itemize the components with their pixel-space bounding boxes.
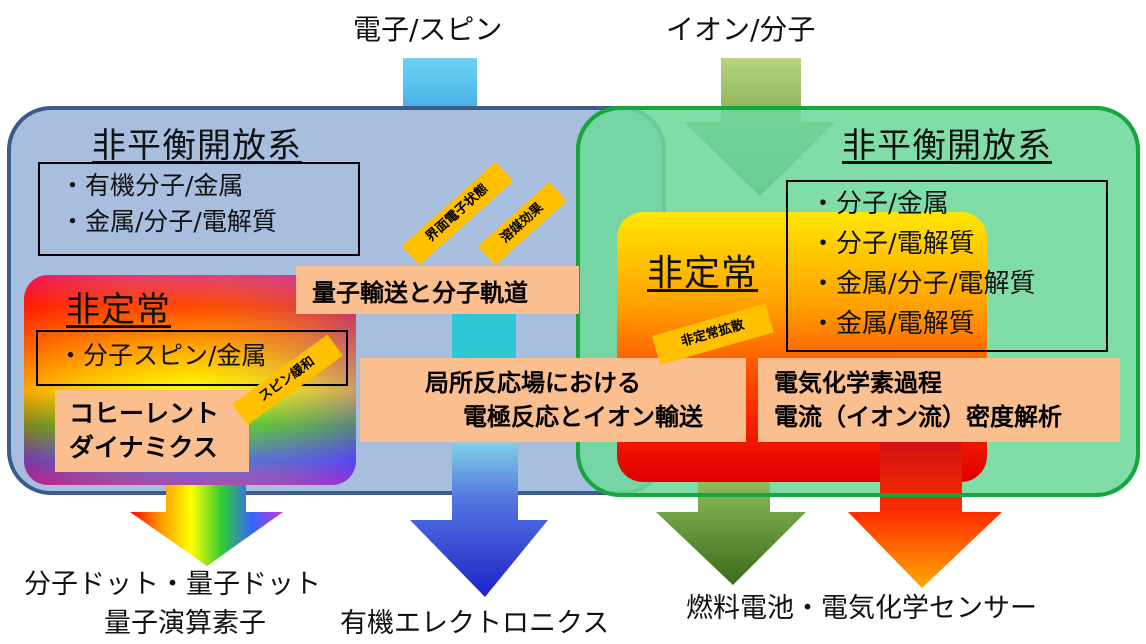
left-nonsteady-item: ・分子スピン/金属 <box>58 341 267 370</box>
electrochem-line-1: 電気化学素過程 <box>774 369 942 397</box>
left-system-item: ・金属/分子/電解質 <box>60 207 277 236</box>
left-nonsteady-list: ・分子スピン/金属 <box>36 330 348 386</box>
local-line-1: 局所反応場における <box>425 369 641 397</box>
sensor-arrow <box>848 440 1002 588</box>
right-system-title: 非平衡開放系 <box>842 126 1052 166</box>
fuel-cell-arrow <box>656 482 806 585</box>
quantum-transport-label: 量子輸送と分子軌道 <box>296 266 579 314</box>
left-system-list: ・有機分子/金属 ・金属/分子/電解質 <box>38 162 360 256</box>
quantum-dot-arrow <box>130 485 283 566</box>
right-nonsteady-title: 非定常 <box>647 253 759 294</box>
bottom-label-quantum-computing: 量子演算素子 <box>104 608 266 639</box>
local-reaction-field-label: 局所反応場における 電極反応とイオン輸送 <box>360 358 746 442</box>
dynamics-line: ダイナミクス <box>69 433 218 462</box>
right-system-item: ・金属/電解質 <box>810 309 975 339</box>
electrochemistry-label: 電気化学素過程 電流（イオン流）密度解析 <box>758 358 1120 442</box>
top-label-electron-spin: 電子/スピン <box>353 13 503 46</box>
electrochem-line-2: 電流（イオン流）密度解析 <box>774 403 1062 431</box>
center-column <box>452 314 516 364</box>
right-system-item: ・分子/金属 <box>810 189 949 219</box>
left-system-title: 非平衡開放系 <box>92 126 302 166</box>
organic-electronics-arrow <box>410 444 548 597</box>
left-system-item: ・有機分子/金属 <box>60 171 244 200</box>
bottom-label-organic-electronics: 有機エレクトロニクス <box>340 608 610 639</box>
right-system-list: ・分子/金属 ・分子/電解質 ・金属/分子/電解質 ・金属/電解質 <box>786 180 1108 352</box>
right-system-item: ・金属/分子/電解質 <box>810 269 1036 299</box>
coherent-dynamics-label: コヒーレント ダイナミクス <box>55 390 249 472</box>
top-label-ion-molecule: イオン/分子 <box>666 13 816 46</box>
bottom-label-fuel-cell-sensor: 燃料電池・電気化学センサー <box>686 593 1037 624</box>
bottom-label-quantum-dot: 分子ドット・量子ドット <box>24 569 321 600</box>
right-system-item: ・分子/電解質 <box>810 229 975 259</box>
left-nonsteady-title: 非定常 <box>66 290 171 330</box>
coherent-line: コヒーレント <box>69 399 220 428</box>
local-line-2: 電極反応とイオン輸送 <box>463 403 703 431</box>
